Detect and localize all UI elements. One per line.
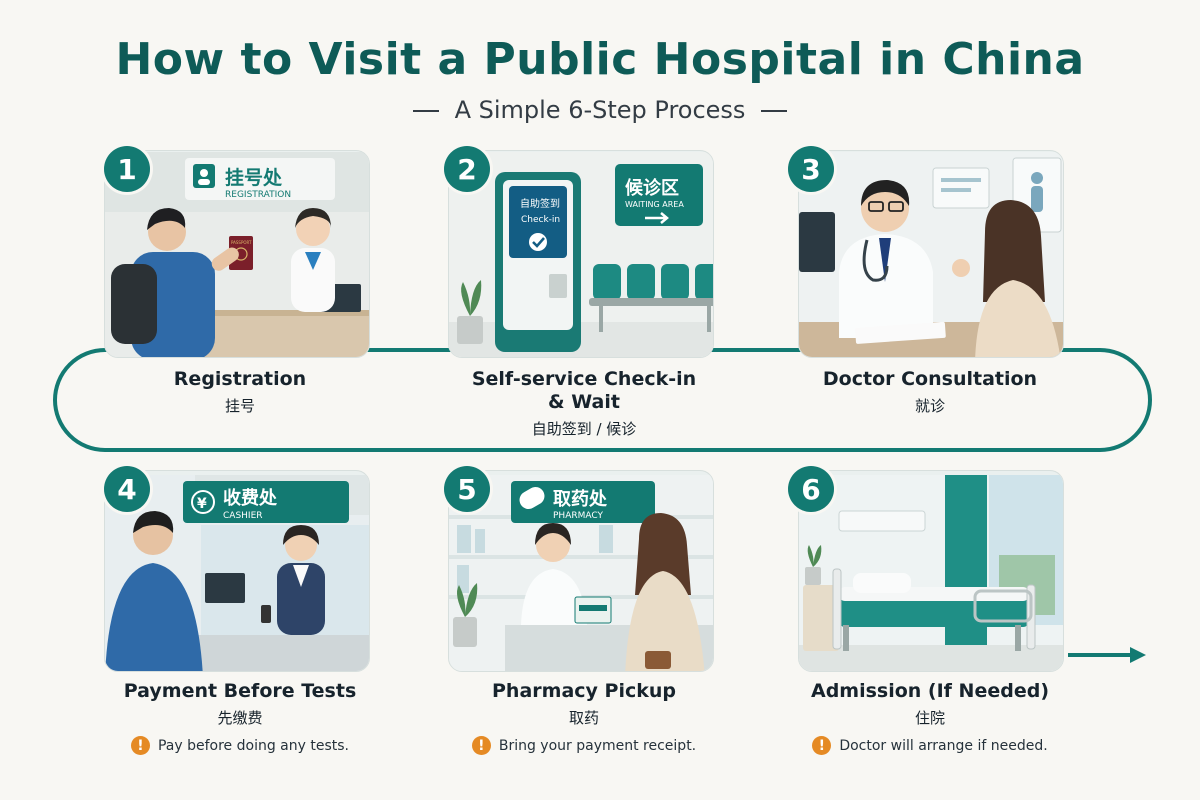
arrow-right-icon bbox=[1130, 647, 1146, 663]
subtitle-text: A Simple 6-Step Process bbox=[454, 96, 746, 124]
svg-text:¥: ¥ bbox=[197, 496, 207, 512]
step-4-number-badge: 4 bbox=[104, 466, 150, 512]
step-3-number-badge: 3 bbox=[788, 146, 834, 192]
step-5-title-zh: 取药 bbox=[568, 709, 599, 727]
step-2-title-line1: Self-service Check-in bbox=[471, 368, 697, 390]
step-6-title-zh: 住院 bbox=[914, 709, 945, 727]
svg-text:PHARMACY: PHARMACY bbox=[553, 511, 603, 521]
registration-sign bbox=[185, 158, 335, 200]
page-subtitle: A Simple 6-Step Process bbox=[0, 96, 1200, 124]
step-1-label: Registration 挂号 bbox=[90, 368, 390, 416]
waiting-chairs bbox=[589, 264, 713, 332]
svg-text:候诊区: 候诊区 bbox=[625, 177, 679, 199]
step-6-title: Admission (If Needed) bbox=[810, 680, 1050, 702]
step-1-title-zh: 挂号 bbox=[224, 397, 255, 415]
step-6-number-badge: 6 bbox=[788, 466, 834, 512]
svg-text:取药处: 取药处 bbox=[553, 488, 608, 510]
svg-text:PASSPORT: PASSPORT bbox=[231, 240, 252, 245]
step-5-title: Pharmacy Pickup bbox=[492, 680, 676, 702]
step-3-label: Doctor Consultation 就诊 bbox=[780, 368, 1080, 416]
step-6-note-text: Doctor will arrange if needed. bbox=[839, 737, 1048, 754]
step-5-illustration: 取药处 PHARMACY bbox=[448, 470, 714, 672]
step-6-label: Admission (If Needed) 住院 ! Doctor will a… bbox=[780, 680, 1080, 755]
step-6-illustration bbox=[798, 470, 1064, 672]
step-5-note: ! Bring your payment receipt. bbox=[434, 736, 734, 755]
step-4-title: Payment Before Tests bbox=[123, 680, 357, 702]
subtitle-dash-left bbox=[412, 110, 439, 112]
step-6-note: ! Doctor will arrange if needed. bbox=[780, 736, 1080, 755]
step-3-title-zh: 就诊 bbox=[914, 397, 945, 415]
step-4-illustration: ¥ 收费处 CASHIER bbox=[104, 470, 370, 672]
passport bbox=[229, 236, 253, 270]
step-4-note-text: Pay before doing any tests. bbox=[157, 737, 349, 754]
step-2-illustration: 自助签到 Check-in 候诊区 WAITING AREA bbox=[448, 150, 714, 358]
step-5-note-text: Bring your payment receipt. bbox=[498, 737, 697, 754]
svg-text:收费处: 收费处 bbox=[223, 487, 278, 509]
exclamation-icon: ! bbox=[471, 736, 491, 755]
svg-text:自助签到: 自助签到 bbox=[520, 197, 560, 210]
step-1-title: Registration bbox=[173, 368, 307, 390]
waiting-area-sign bbox=[615, 164, 703, 226]
svg-text:Check-in: Check-in bbox=[521, 215, 560, 225]
svg-text:WAITING AREA: WAITING AREA bbox=[625, 200, 684, 209]
step-2-number-badge: 2 bbox=[444, 146, 490, 192]
step-5-number-badge: 5 bbox=[444, 466, 490, 512]
pharmacy-sign bbox=[511, 481, 655, 523]
exclamation-icon: ! bbox=[812, 736, 832, 755]
exclamation-icon: ! bbox=[130, 736, 150, 755]
step-2-title-zh: 自助签到 / 候诊 bbox=[531, 420, 637, 438]
step-3-illustration bbox=[798, 150, 1064, 358]
step-3-title: Doctor Consultation bbox=[822, 368, 1038, 390]
step-2-label: Self-service Check-in & Wait 自助签到 / 候诊 bbox=[434, 368, 734, 439]
step-1-number-badge: 1 bbox=[104, 146, 150, 192]
page-title: How to Visit a Public Hospital in China bbox=[115, 34, 1085, 85]
sign-zh: 挂号处 bbox=[225, 166, 283, 189]
step-5-label: Pharmacy Pickup 取药 ! Bring your payment … bbox=[434, 680, 734, 755]
step-4-label: Payment Before Tests 先缴费 ! Pay before do… bbox=[90, 680, 390, 755]
cashier-sign bbox=[183, 481, 349, 523]
step-4-title-zh: 先缴费 bbox=[217, 709, 263, 727]
svg-text:CASHIER: CASHIER bbox=[223, 511, 263, 521]
subtitle-dash-right bbox=[761, 110, 788, 112]
check-icon bbox=[529, 233, 547, 251]
stethoscope bbox=[862, 239, 889, 282]
step-2-title-line2: & Wait bbox=[548, 391, 620, 413]
sign-en: REGISTRATION bbox=[225, 190, 291, 200]
step-4-note: ! Pay before doing any tests. bbox=[90, 736, 390, 755]
step-1-illustration: 挂号处 REGISTRATION PASSPORT bbox=[104, 150, 370, 358]
flow-loop-line bbox=[53, 348, 1152, 452]
